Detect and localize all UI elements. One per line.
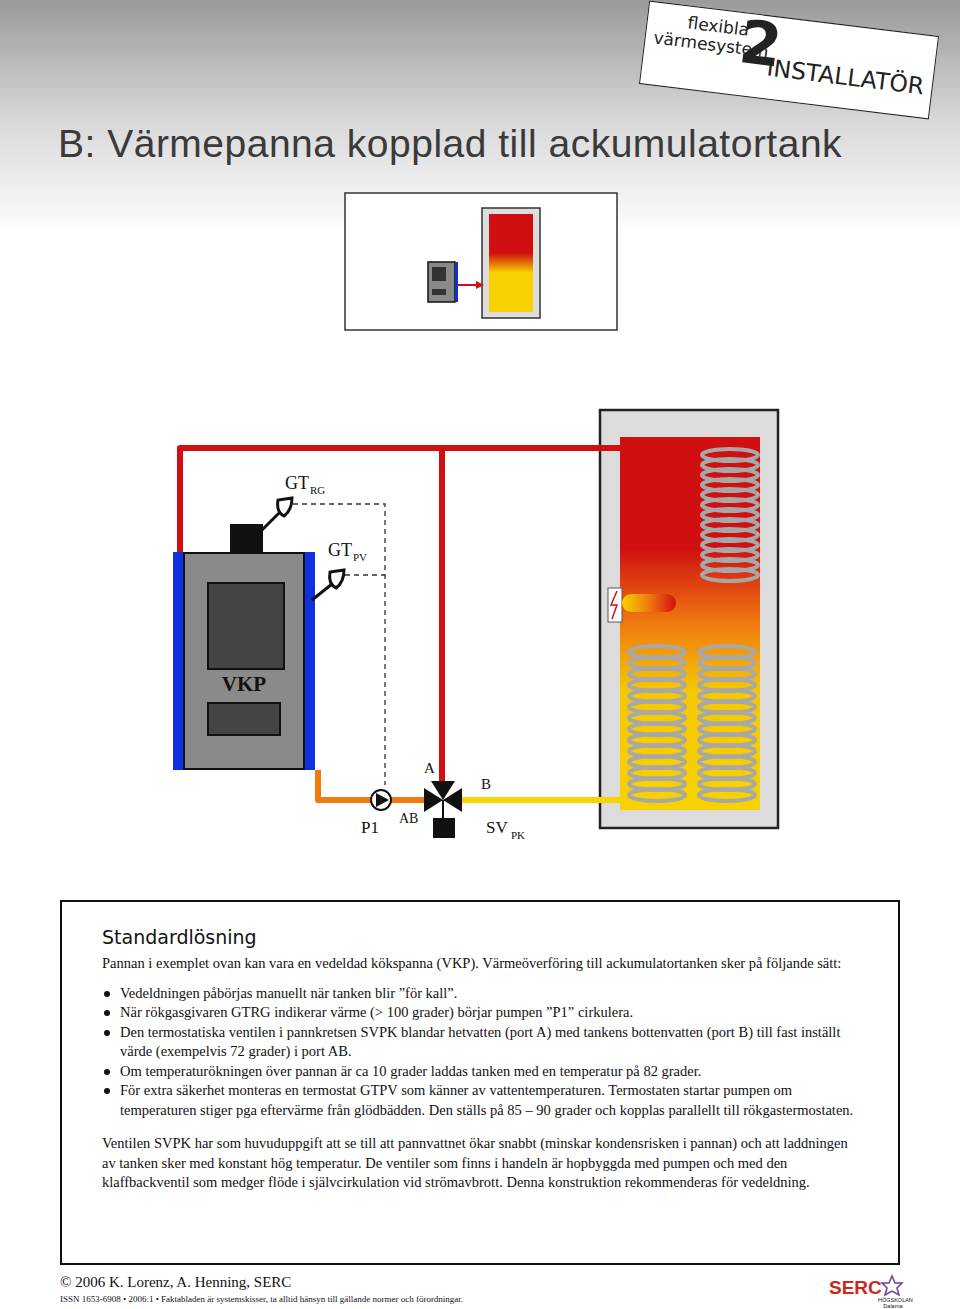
coil-winding — [702, 569, 758, 581]
valve-symbol — [424, 781, 462, 838]
bullet-item: För extra säkerhet monteras en termostat… — [102, 1081, 862, 1120]
pump-symbol — [371, 790, 391, 810]
bullet-item: Om temperaturökningen över pannan är ca … — [102, 1062, 862, 1082]
panel-heading: Standardlösning — [102, 926, 862, 948]
pipes — [180, 448, 620, 800]
sensor-label: GT — [285, 474, 309, 494]
boiler-box: VKP — [183, 552, 305, 770]
sensor-subscript: PV — [353, 551, 367, 563]
pump-label: P1 — [361, 819, 379, 838]
valve-subscript: PK — [511, 829, 525, 841]
chimney — [230, 524, 263, 554]
blue-jacket — [173, 552, 183, 770]
college-logo — [882, 1276, 902, 1295]
bullet-item: När rökgasgivaren GTRG indikerar värme (… — [102, 1003, 862, 1023]
paragraph: Ventilen SVPK har som huvuduppgift att s… — [102, 1134, 862, 1193]
sensor-subscript: RG — [310, 484, 325, 496]
coil-winding — [629, 789, 685, 801]
copyright: © 2006 K. Lorenz, A. Henning, SERC — [60, 1274, 291, 1291]
logo-box: flexiblavärmesystem2INSTALLATÖR — [639, 1, 939, 120]
boiler-label: VKP — [185, 672, 303, 697]
serc-logo-text: SERC — [829, 1278, 882, 1299]
college-logo-text: HÖGSKOLAN Dalarna — [878, 1297, 908, 1309]
boiler-slot — [207, 702, 281, 736]
sensor-label: GT — [328, 541, 352, 561]
text-panel: StandardlösningPannan i exemplet ovan ka… — [60, 900, 900, 1265]
valve-label: SV — [486, 819, 508, 838]
port-label: AB — [399, 811, 418, 826]
thumbnail — [345, 193, 617, 330]
paragraph: Pannan i exemplet ovan kan vara en vedel… — [102, 954, 862, 974]
signal-wires — [293, 504, 385, 785]
bullet-item: Vedeldningen påbörjas manuellt när tanke… — [102, 984, 862, 1004]
blue-jacket — [305, 552, 315, 770]
page-title: B: Värmepanna kopplad till ackumulatorta… — [58, 122, 842, 166]
logo-text: INSTALLATÖR — [765, 56, 925, 99]
bullet-item: Den termostatiska ventilen i pannkretsen… — [102, 1023, 862, 1062]
port-label: A — [424, 760, 435, 777]
boiler-door — [207, 582, 285, 670]
accumulator-tank — [600, 410, 778, 828]
issn-note: ISSN 1653-6908 • 2006:1 • Faktabladen är… — [60, 1295, 463, 1305]
coil-winding — [699, 789, 755, 801]
port-label: B — [481, 776, 491, 793]
